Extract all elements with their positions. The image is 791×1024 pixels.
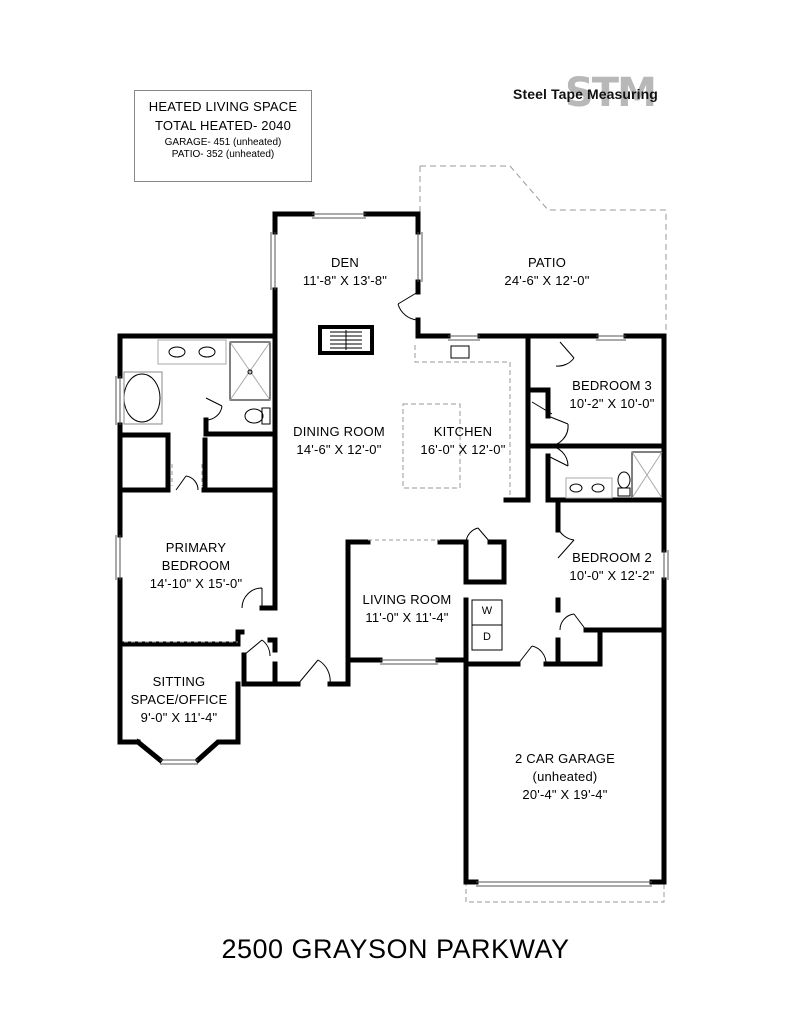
room-dims: 11'-0" X 11'-4": [365, 610, 449, 625]
logo-mark: STM: [565, 70, 657, 116]
room-dims: 14'-6" X 12'-0": [296, 442, 382, 457]
room-dims: 20'-4" X 19'-4": [522, 787, 608, 802]
open-boundaries: [124, 464, 440, 643]
legend-total-heated: TOTAL HEATED- 2040: [154, 118, 292, 133]
room-dims: 9'-0" X 11'-4": [140, 710, 218, 725]
room-label-primary-bedroom: PRIMARY BEDROOM 14'-10" X 15'-0": [150, 539, 243, 593]
property-address: 2500 GRAYSON PARKWAY: [221, 934, 570, 964]
logo-text: Steel Tape Measuring: [513, 86, 658, 102]
room-label-kitchen: KITCHEN 16'-0" X 12'-0": [420, 423, 505, 459]
room-dims: 16'-0" X 12'-0": [420, 442, 506, 457]
kitchen-counters: [402, 345, 511, 500]
room-dims: 10'-0" X 12'-2": [569, 568, 655, 583]
room-name-line-2: BEDROOM: [161, 558, 231, 573]
washer-label: W: [481, 605, 493, 617]
room-label-den: DEN 11'-8" X 13'-8": [303, 254, 387, 290]
legend-heading: HEATED LIVING SPACE: [148, 99, 298, 114]
room-name: BEDROOM 2: [572, 550, 652, 565]
patio-outline: [419, 165, 667, 334]
room-name: DEN: [330, 255, 360, 270]
room-label-dining-room: DINING ROOM 14'-6" X 12'-0": [293, 423, 385, 459]
room-name: SITTING: [152, 674, 206, 689]
room-name-line-2: SPACE/OFFICE: [130, 692, 228, 707]
fireplace: [318, 325, 374, 355]
exterior-walls: [117, 211, 667, 885]
dryer-label: D: [483, 631, 491, 643]
bath-fixtures: [123, 339, 663, 499]
windows: [115, 213, 669, 887]
room-label-patio: PATIO 24'-6" X 12'-0": [504, 254, 589, 290]
room-label-sitting-space: SITTING SPACE/OFFICE 9'-0" X 11'-4": [131, 673, 228, 727]
room-label-bedroom-2: BEDROOM 2 10'-0" X 12'-2": [569, 549, 654, 585]
room-name: PRIMARY: [165, 540, 227, 555]
room-name: KITCHEN: [433, 424, 493, 439]
legend-patio: PATIO- 352 (unheated): [171, 149, 275, 160]
room-dims: 14'-10" X 15'-0": [149, 576, 243, 591]
laundry-units: [471, 599, 503, 651]
room-name: LIVING ROOM: [362, 592, 452, 607]
room-name: DINING ROOM: [293, 424, 385, 439]
square-footage-legend: HEATED LIVING SPACE TOTAL HEATED- 2040 G…: [134, 90, 312, 182]
room-dims: 11'-8" X 13'-8": [302, 273, 388, 288]
room-name-line-2: (unheated): [532, 769, 598, 784]
door-swings: [175, 291, 587, 685]
room-label-living-room: LIVING ROOM 11'-0" X 11'-4": [363, 591, 452, 627]
legend-garage: GARAGE- 451 (unheated): [164, 137, 282, 148]
garage-door-outline: [465, 881, 665, 903]
room-name: 2 CAR GARAGE: [515, 751, 615, 766]
room-dims: 10'-2" X 10'-0": [569, 396, 655, 411]
kitchen-sink: [450, 345, 470, 359]
room-label-bedroom-3: BEDROOM 3 10'-2" X 10'-0": [569, 377, 654, 413]
company-logo: STM Steel Tape Measuring: [513, 70, 683, 116]
room-label-garage: 2 CAR GARAGE (unheated) 20'-4" X 19'-4": [515, 750, 615, 804]
room-dims: 24'-6" X 12'-0": [504, 273, 590, 288]
room-name: PATIO: [527, 255, 567, 270]
room-name: BEDROOM 3: [572, 378, 652, 393]
